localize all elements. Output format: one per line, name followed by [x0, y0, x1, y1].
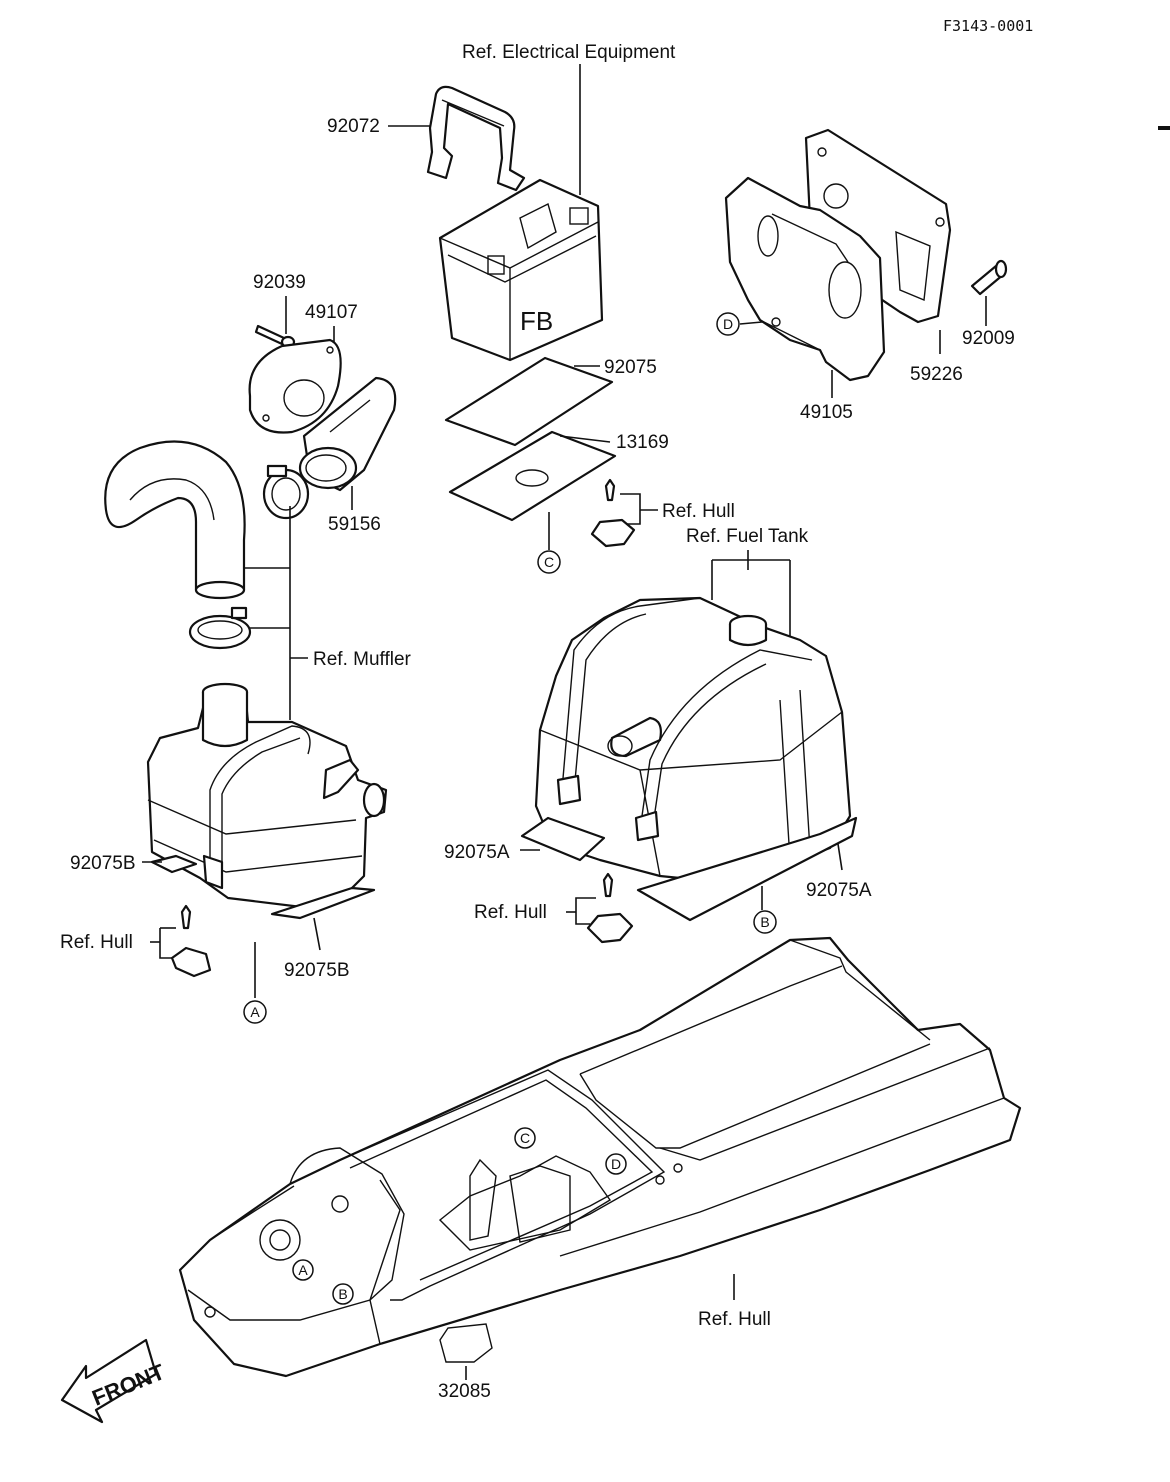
label-92039: 92039: [253, 272, 306, 293]
label-59156: 59156: [328, 514, 381, 535]
label-92075: 92075: [604, 357, 657, 378]
battery: FB: [438, 178, 604, 362]
battery-marking: FB: [520, 306, 553, 336]
battery-pad-92075: [444, 356, 614, 447]
label-59226: 59226: [910, 364, 963, 385]
bolt-92009: [970, 259, 1008, 296]
marker-d-hull-label: D: [611, 1156, 621, 1172]
label-92009: 92009: [962, 328, 1015, 349]
ref-hull-main: Ref. Hull: [698, 1309, 771, 1330]
ref-fuel-tank: Ref. Fuel Tank: [686, 526, 809, 547]
marker-c-hull-label: C: [520, 1130, 530, 1146]
pad-92075b-bottom: [270, 886, 376, 920]
diagram-code: F3143-0001: [943, 17, 1033, 35]
ref-hull-left: Ref. Hull: [60, 932, 133, 953]
label-92075b-left: 92075B: [70, 853, 136, 874]
marker-c-hull: [514, 1127, 536, 1149]
marker-b-hull: [332, 1283, 354, 1305]
ref-muffler: Ref. Muffler: [313, 649, 412, 670]
marker-d: [716, 312, 740, 336]
marker-a: [243, 1000, 267, 1024]
label-92075a-left: 92075A: [444, 842, 510, 863]
screw-clip-tank: [586, 872, 634, 944]
label-13169: 13169: [616, 432, 669, 453]
cover-plate-49107: [248, 338, 342, 434]
marker-a-hull: [292, 1259, 314, 1281]
rubber-elbow-hose: [104, 440, 246, 600]
marker-c: [537, 550, 561, 574]
bolt-92039: [254, 324, 296, 349]
screw-clip-battery: [590, 478, 636, 548]
marker-b-hull-label: B: [338, 1286, 347, 1302]
label-92075a-right: 92075A: [806, 880, 872, 901]
pad-92075b-left: [150, 854, 198, 874]
marker-a-label: A: [250, 1004, 260, 1020]
screw-clip-muffler: [170, 904, 212, 978]
fuel-tank: [534, 596, 852, 884]
marker-d-label: D: [723, 316, 733, 332]
marker-a-hull-label: A: [298, 1262, 308, 1278]
label-92072: 92072: [327, 116, 380, 137]
marker-b: [753, 910, 777, 934]
pad-92075a-left: [520, 816, 606, 862]
edge-mark: [1158, 126, 1170, 130]
marker-d-hull: [605, 1153, 627, 1175]
hull: [178, 936, 1022, 1378]
battery-strap: [426, 85, 526, 192]
front-arrow: FRONT: [60, 1338, 169, 1424]
label-49107: 49107: [305, 302, 358, 323]
battery-pad-13169: [448, 430, 617, 522]
ref-hull-battery: Ref. Hull: [662, 501, 735, 522]
muffler: [146, 682, 388, 910]
bracket-49105: [724, 176, 886, 382]
marker-b-label: B: [760, 914, 769, 930]
label-92075b-bottom: 92075B: [284, 960, 350, 981]
duct-59156: [298, 376, 397, 492]
ref-electrical-equipment: Ref. Electrical Equipment: [462, 42, 676, 63]
label-32085: 32085: [438, 1381, 491, 1402]
hose-clamp-lower: [188, 606, 252, 650]
hose-clamp-upper: [262, 464, 310, 520]
marker-c-label: C: [544, 554, 554, 570]
ref-hull-tank: Ref. Hull: [474, 902, 547, 923]
label-49105: 49105: [800, 402, 853, 423]
pad-92075a-right: [636, 816, 858, 922]
